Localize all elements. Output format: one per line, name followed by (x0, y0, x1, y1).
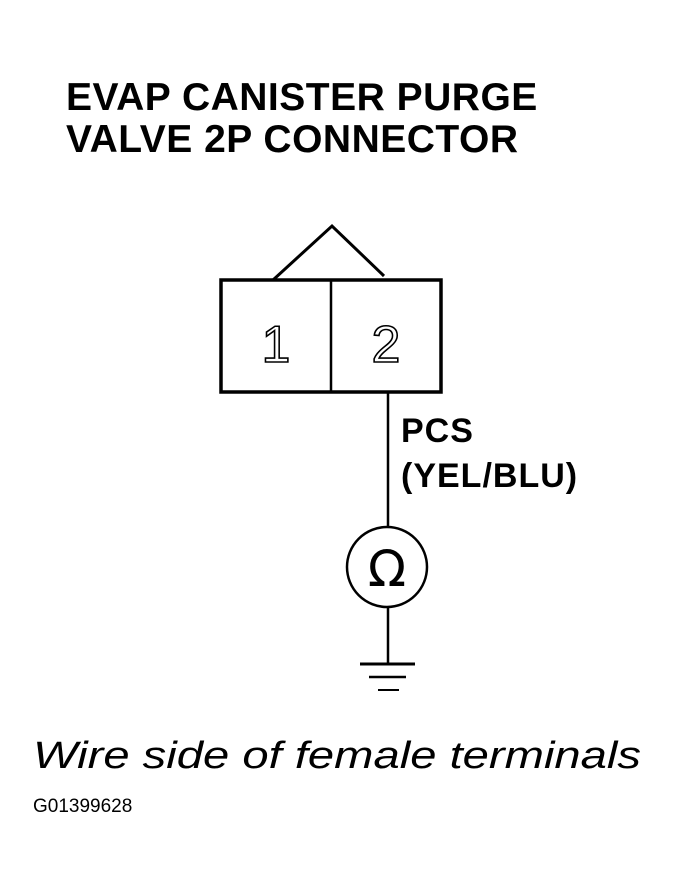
terminal-1-label: 1 (262, 316, 291, 374)
wire-color: (YEL/BLU) (401, 457, 578, 495)
connector-2p: 1 2 (219, 223, 443, 394)
connector-lock-tab (271, 223, 386, 282)
ground-icon (360, 662, 415, 691)
title-line-2: VALVE 2P CONNECTOR (66, 118, 519, 161)
title-line-1: EVAP CANISTER PURGE (66, 76, 538, 119)
wire-name: PCS (401, 412, 474, 450)
ohm-symbol: Ω (368, 540, 406, 598)
terminal-2-label: 2 (372, 316, 401, 374)
figure-code: G01399628 (33, 796, 132, 817)
caption: Wire side of female terminals (33, 735, 641, 777)
ohmmeter-icon: Ω (345, 525, 429, 609)
